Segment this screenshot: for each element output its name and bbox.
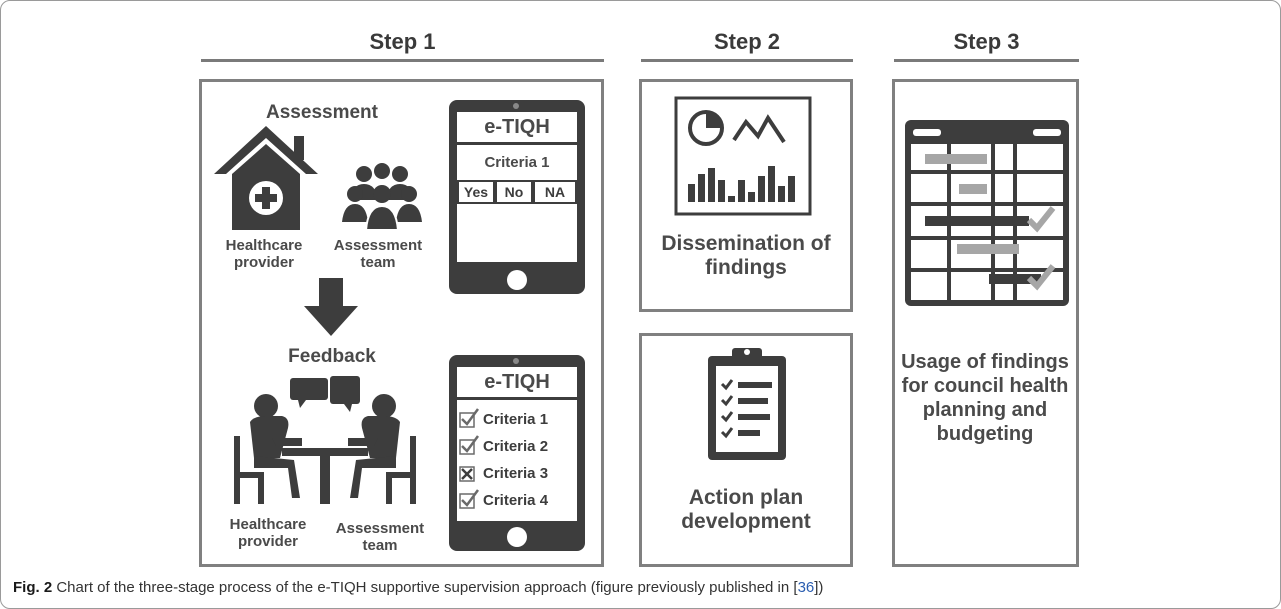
meeting-icon — [234, 376, 416, 504]
criteria-row: Criteria 1 — [459, 407, 577, 431]
option-yes[interactable]: Yes — [457, 180, 495, 204]
clipboard-icon — [708, 348, 786, 460]
checked-box-icon[interactable] — [459, 435, 480, 455]
criteria-item-label: Criteria 1 — [483, 411, 549, 428]
action-plan-label: Action plan development — [681, 486, 811, 534]
criteria-item-label: Criteria 2 — [483, 438, 549, 455]
step-1-panel: Assessment Healthcare provider — [199, 79, 604, 567]
dissemination-label: Dissemination of findings — [661, 232, 831, 280]
step-1-title: Step 1 — [369, 29, 436, 54]
assessment-title: Assessment — [266, 102, 378, 123]
criteria-list: Criteria 1 Criteria 2 Criteria 3 Criteria 4 — [457, 403, 577, 521]
tablet-home-button — [507, 270, 527, 290]
assessment-team-icon — [342, 163, 422, 231]
caption-reference-link[interactable]: 36 — [797, 579, 815, 596]
assessment-team-label-2: Assessment team — [335, 520, 425, 555]
answer-options: Yes No NA — [457, 180, 577, 204]
step-3-rule — [894, 59, 1079, 62]
criteria-row: Criteria 3 — [459, 461, 577, 485]
criteria-item-label: Criteria 4 — [483, 492, 549, 509]
step-2-rule — [641, 59, 853, 62]
checked-box-icon[interactable] — [459, 489, 480, 509]
usage-label: Usage of findings for council health pla… — [901, 351, 1069, 445]
tablet-home-button-2 — [507, 527, 527, 547]
crossed-box-icon[interactable] — [459, 462, 479, 482]
planning-calendar-icon — [905, 120, 1069, 306]
healthcare-provider-label-1: Healthcare provider — [225, 237, 303, 272]
tablet-assessment: e-TIQH Criteria 1 Yes No NA — [449, 100, 585, 294]
option-no[interactable]: No — [495, 180, 533, 204]
step-1-rule — [201, 59, 604, 62]
dissemination-panel: Dissemination of findings — [639, 79, 853, 312]
caption-text: Chart of the three-stage process of the … — [52, 579, 798, 596]
step-2-title: Step 2 — [713, 29, 781, 54]
healthcare-facility-icon — [214, 126, 318, 230]
tablet-app-title: e-TIQH — [484, 116, 550, 138]
assessment-team-label-1: Assessment team — [333, 237, 423, 272]
action-plan-panel: Action plan development — [639, 333, 853, 567]
option-na[interactable]: NA — [533, 180, 577, 204]
caption-label: Fig. 2 — [13, 579, 53, 596]
dashboard-icon — [674, 96, 812, 216]
caption-text-end: ]) — [814, 579, 824, 596]
criteria-row: Criteria 4 — [459, 488, 577, 512]
checked-box-icon[interactable] — [459, 408, 480, 428]
step-3-title: Step 3 — [953, 29, 1020, 54]
figure-caption: Fig. 2 Chart of the three-stage process … — [13, 579, 823, 596]
tablet-screen: e-TIQH Criteria 1 Yes No NA — [457, 112, 577, 262]
feedback-title: Feedback — [288, 346, 376, 367]
tablet-app-title-2: e-TIQH — [484, 371, 550, 393]
arrow-down-icon — [304, 278, 358, 336]
step-3-panel: Usage of findings for council health pla… — [892, 79, 1079, 567]
criteria-item-label: Criteria 3 — [483, 465, 549, 482]
healthcare-provider-label-2: Healthcare provider — [229, 516, 307, 551]
criteria-row: Criteria 2 — [459, 434, 577, 458]
criteria-label: Criteria 1 — [484, 154, 550, 171]
